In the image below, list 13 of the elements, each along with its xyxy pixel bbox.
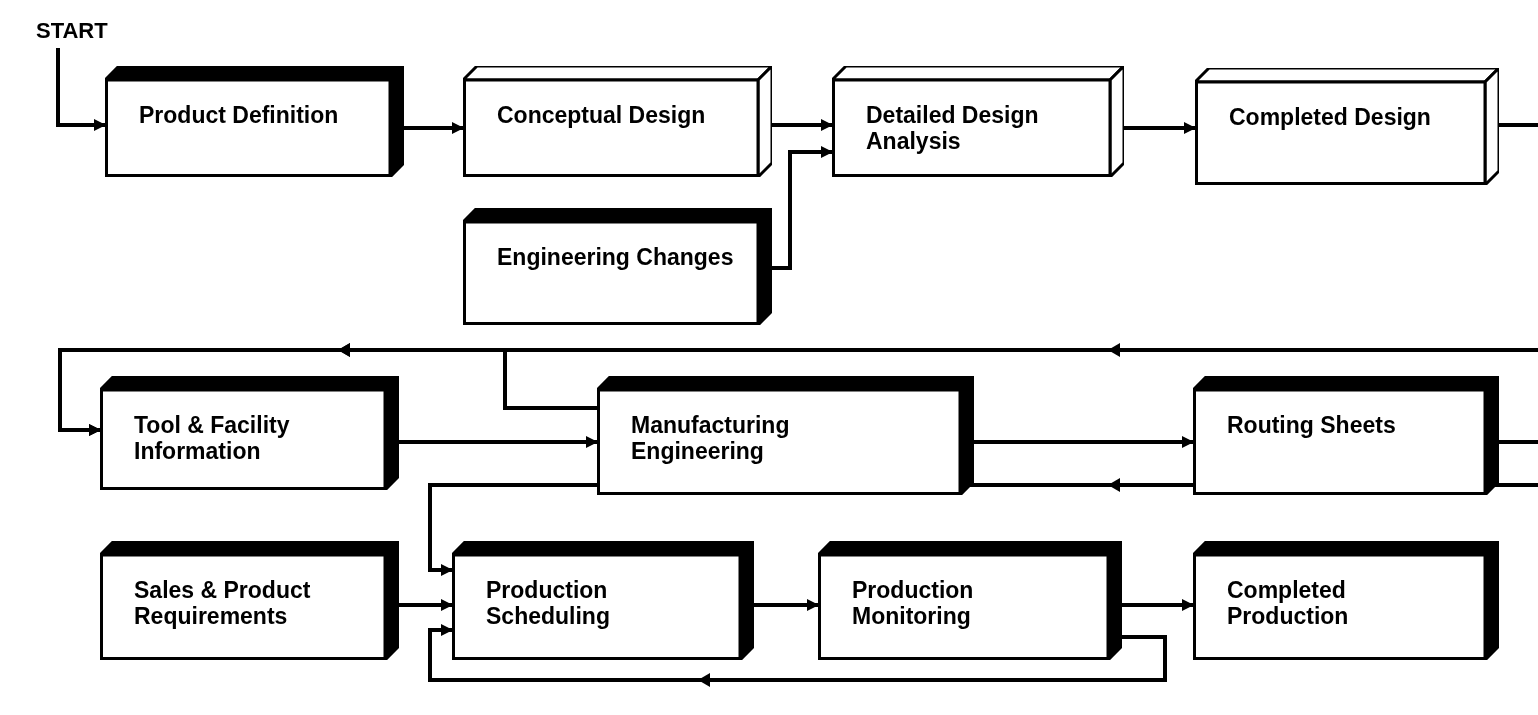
box-label: Engineering Changes xyxy=(497,244,735,270)
box-label: Completed Design xyxy=(1229,104,1432,130)
box-label: Sales & Product Requirements xyxy=(134,577,312,629)
box-label: Detailed Design Analysis xyxy=(866,102,1040,154)
box-label: Routing Sheets xyxy=(1227,412,1397,438)
box-label: Manufacturing Engineering xyxy=(631,412,791,464)
box-label: Production Scheduling xyxy=(486,577,611,629)
box-label: Product Definition xyxy=(139,102,340,128)
start-label: START xyxy=(36,20,108,42)
box-label: Completed Production xyxy=(1227,577,1350,629)
box-label: Production Monitoring xyxy=(852,577,975,629)
box-label: Tool & Facility Information xyxy=(134,412,291,464)
box-label: Conceptual Design xyxy=(497,102,707,128)
